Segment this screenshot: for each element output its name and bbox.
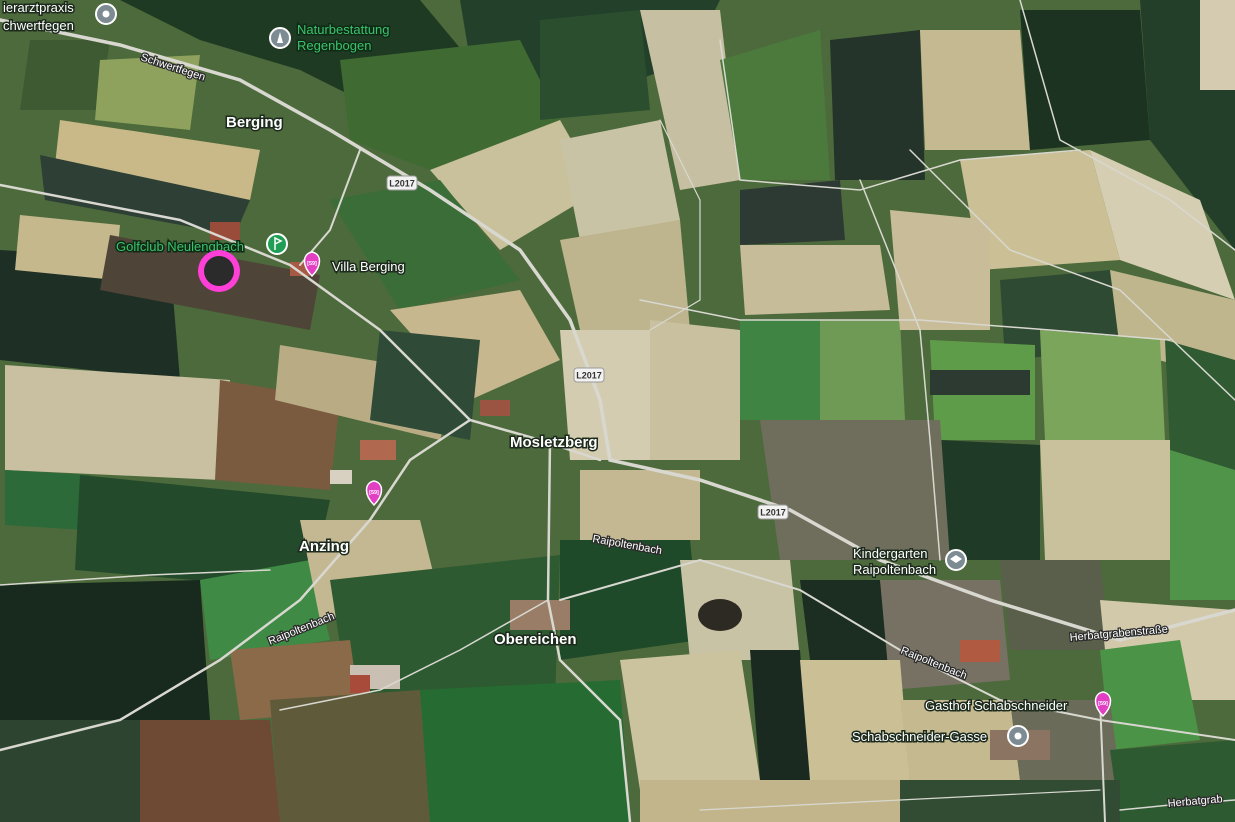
place-label-schwertfegen[interactable]: chwertfegen	[2, 17, 76, 35]
place-label-naturbestattung[interactable]: Naturbestattung	[296, 21, 392, 39]
town-label-obereichen[interactable]: Obereichen	[493, 630, 579, 650]
hotel-bed-icon-anzing[interactable]: [59]	[365, 480, 383, 507]
monument-pin-icon[interactable]	[269, 27, 291, 49]
place-label-raipoltenbach[interactable]: Raipoltenbach	[852, 561, 938, 579]
svg-text:[59]: [59]	[1098, 701, 1108, 707]
svg-text:L2017: L2017	[389, 179, 415, 189]
place-label-schabschneider-gasse[interactable]: Schabschneider-Gasse	[851, 728, 989, 746]
location-pin-icon[interactable]	[95, 3, 117, 25]
road-shield-l2017-c: L2017	[757, 504, 789, 520]
selected-location-marker[interactable]	[198, 250, 240, 292]
road-shield-l2017-b: L2017	[573, 367, 605, 383]
golf-flag-icon[interactable]	[266, 233, 288, 255]
school-icon[interactable]	[945, 549, 967, 571]
hotel-bed-icon[interactable]: [59]	[303, 251, 321, 278]
svg-text:L2017: L2017	[760, 508, 786, 518]
town-label-mosletzberg[interactable]: Mosletzberg	[509, 433, 600, 453]
location-pin-icon-gasse[interactable]	[1007, 725, 1029, 747]
place-label-regenbogen[interactable]: Regenbogen	[296, 37, 373, 55]
town-label-berging[interactable]: Berging	[225, 113, 285, 133]
place-label-kindergarten[interactable]: Kindergarten	[852, 545, 929, 563]
place-label-villa-berging[interactable]: Villa Berging	[331, 258, 407, 276]
town-label-anzing[interactable]: Anzing	[298, 537, 351, 557]
road-shield-l2017-a: L2017	[386, 175, 418, 191]
place-label-tierarztpraxis[interactable]: ierarztpraxis	[2, 0, 76, 17]
hotel-bed-icon-gasthof[interactable]: [59]	[1094, 691, 1112, 718]
svg-text:L2017: L2017	[576, 371, 602, 381]
svg-text:[59]: [59]	[369, 490, 379, 496]
place-label-gasthof-schabschneider[interactable]: Gasthof Schabschneider	[924, 697, 1070, 715]
svg-text:[59]: [59]	[307, 261, 317, 267]
